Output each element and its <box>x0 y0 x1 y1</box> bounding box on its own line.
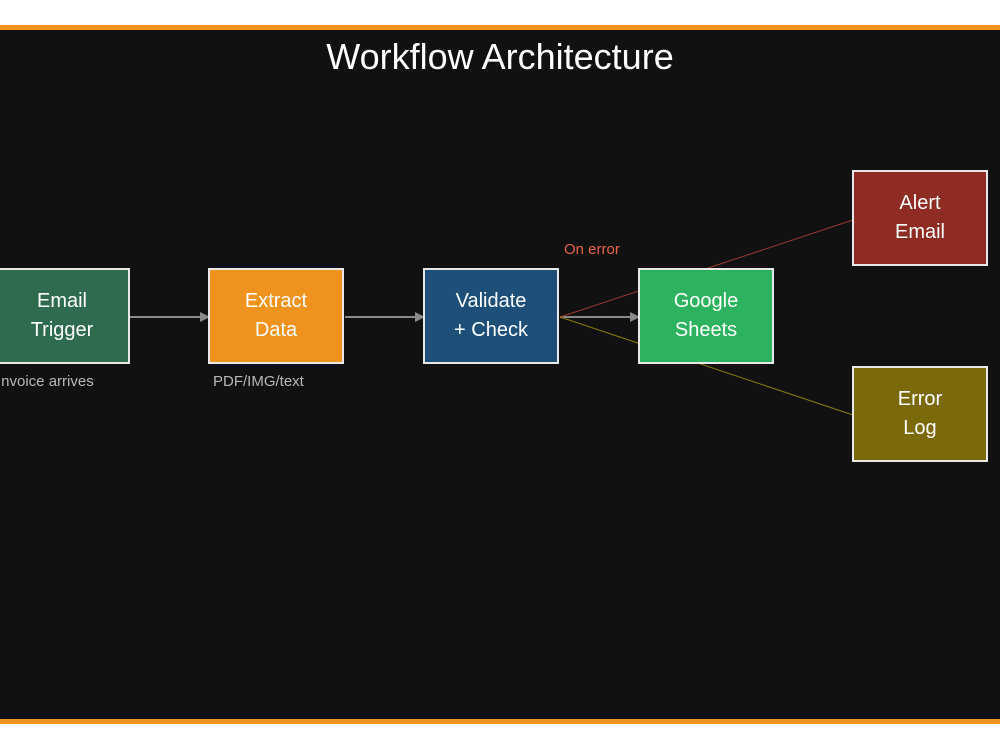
node-email-trigger: Email Trigger <box>0 268 130 364</box>
edge-validate-to-errorlog <box>559 316 854 416</box>
node-email-trigger-caption: Invoice arrives <box>0 373 94 390</box>
node-error-log: Error Log <box>852 366 988 462</box>
node-google-sheets-label: Google Sheets <box>673 290 739 341</box>
node-alert-email: Alert Email <box>852 170 988 266</box>
connector-layer <box>130 219 854 416</box>
edge-label-on-error: On error <box>564 241 620 258</box>
node-validate-check: Validate + Check <box>423 268 559 364</box>
node-error-log-label: Error Log <box>897 388 943 439</box>
node-validate-check-label: Validate + Check <box>454 290 528 341</box>
node-email-trigger-label: Email Trigger <box>30 290 94 341</box>
diagram-title: Workflow Architecture <box>326 36 674 77</box>
node-alert-email-label: Alert Email <box>894 192 945 243</box>
node-google-sheets: Google Sheets <box>638 268 774 364</box>
node-extract-data-label: Extract Data <box>244 290 308 341</box>
diagram-canvas: Workflow Architecture Email Trigger Invo… <box>0 25 1000 724</box>
node-extract-data: Extract Data <box>208 268 344 364</box>
node-extract-data-caption: PDF/IMG/text <box>213 373 304 390</box>
